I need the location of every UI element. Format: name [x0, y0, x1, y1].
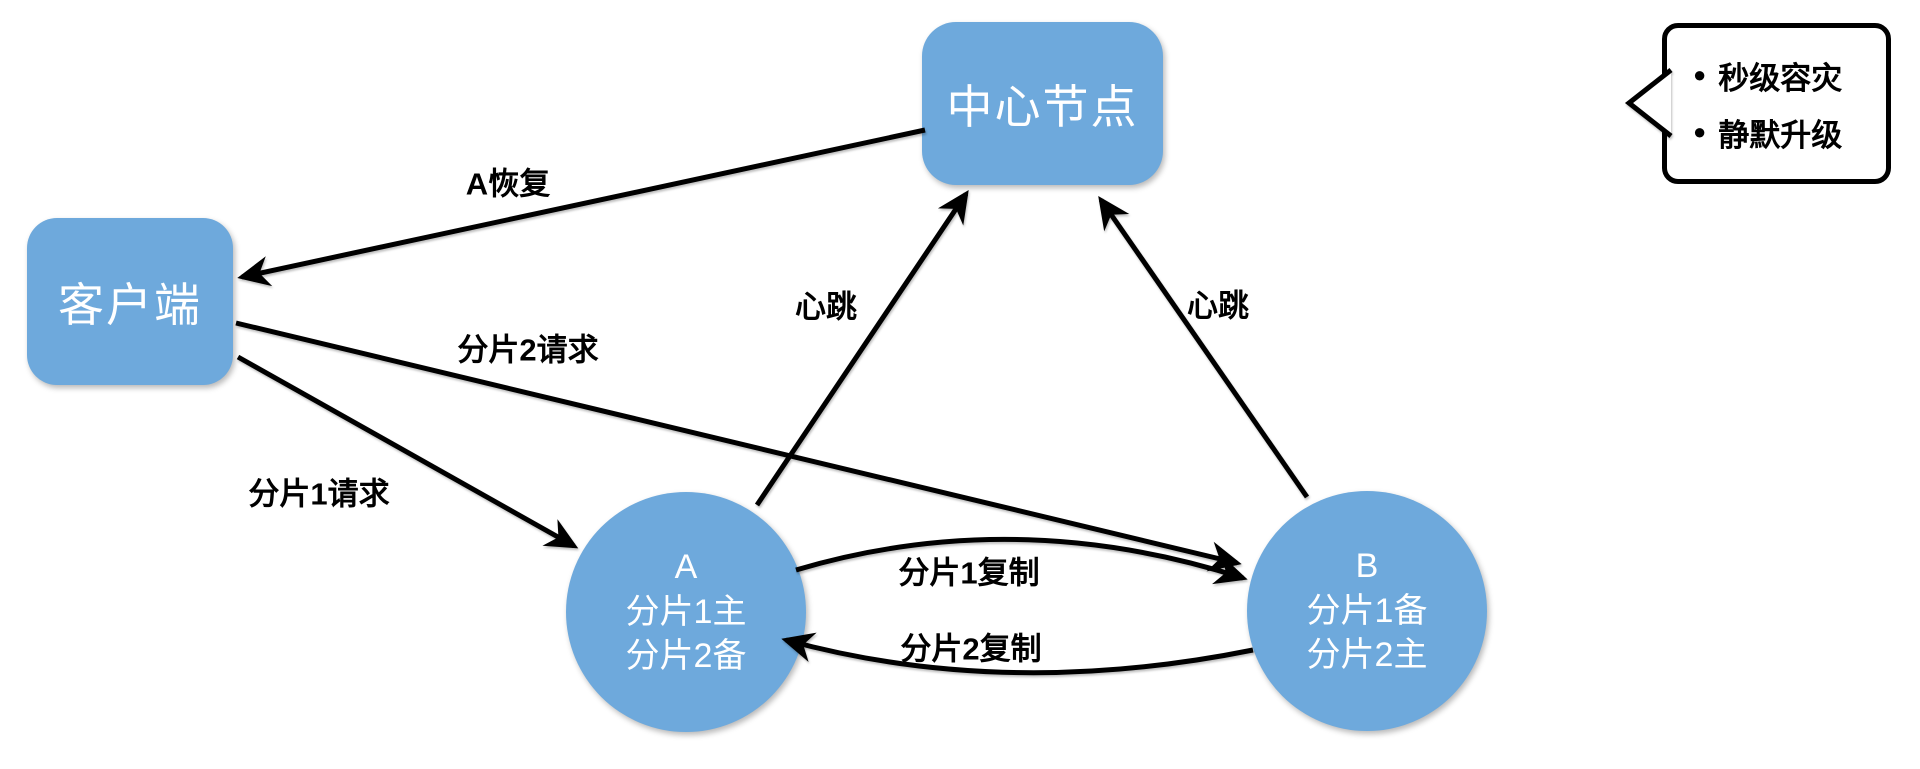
edge-label-a-recover: A恢复: [465, 166, 551, 202]
arrow-a-recover: [237, 127, 926, 287]
arrow-shard1-request: [236, 354, 579, 549]
bullet-icon: ●: [1693, 62, 1707, 87]
callout-bubble: ● 秒级容灾 ● 静默升级: [1662, 23, 1891, 184]
callout-item-disaster-recovery: ● 秒级容灾: [1693, 53, 1886, 98]
edge-label-shard2-replicate: 分片2复制: [900, 631, 1042, 667]
edge-label-shard1-request: 分片1请求: [248, 476, 390, 512]
node-b-role1: 分片1备: [1306, 591, 1428, 630]
arrow-heartbeat-b: [1098, 195, 1310, 499]
node-b: B 分片1备 分片2主: [1247, 491, 1487, 731]
edge-label-heartbeat-a: 心跳: [795, 289, 857, 325]
edge-label-shard1-replicate: 分片1复制: [898, 555, 1040, 591]
arrow-heartbeat-a: [754, 189, 969, 507]
callout-item-silent-upgrade: ● 静默升级: [1693, 110, 1886, 155]
node-b-title: B: [1355, 546, 1379, 585]
bullet-icon: ●: [1693, 119, 1707, 144]
node-client: 客户端: [27, 218, 233, 385]
node-b-role2: 分片2主: [1306, 636, 1428, 675]
node-center: 中心节点: [922, 22, 1163, 185]
node-a-role1: 分片1主: [625, 592, 747, 631]
callout-item-label: 静默升级: [1718, 117, 1843, 153]
node-a-role2: 分片2备: [625, 637, 747, 676]
edge-label-shard2-request: 分片2请求: [457, 332, 599, 368]
node-a: A 分片1主 分片2备: [566, 492, 806, 732]
node-a-title: A: [674, 547, 698, 586]
node-center-label: 中心节点: [946, 80, 1139, 133]
callout-item-label: 秒级容灾: [1718, 60, 1843, 96]
edge-label-heartbeat-b: 心跳: [1187, 288, 1249, 324]
node-client-label: 客户端: [58, 278, 202, 331]
